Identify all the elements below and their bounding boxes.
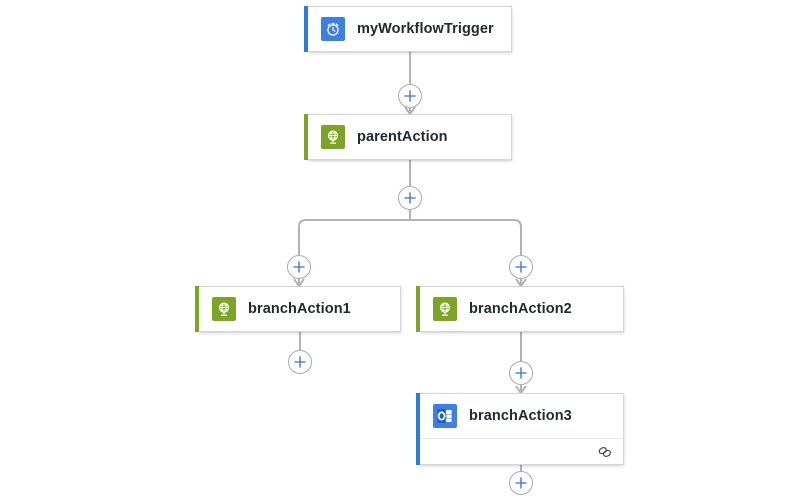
node-header[interactable]: branchAction2 xyxy=(420,287,623,331)
plus-icon xyxy=(515,477,527,489)
arrow-into-branch1 xyxy=(293,278,305,288)
node-label: parentAction xyxy=(357,129,448,145)
node-header[interactable]: parentAction xyxy=(308,115,511,159)
workflow-node-branchAction2[interactable]: branchAction2 xyxy=(416,286,624,332)
arrow-into-branch2 xyxy=(515,278,527,288)
plus-icon xyxy=(293,261,305,273)
node-accent-bar xyxy=(195,286,199,332)
plus-icon xyxy=(404,90,416,102)
plus-icon xyxy=(515,367,527,379)
plus-after-branchaction3[interactable] xyxy=(509,471,533,495)
recurrence-clock-icon xyxy=(321,17,345,41)
plus-branch-right[interactable] xyxy=(509,255,533,279)
plus-icon xyxy=(294,356,306,368)
workflow-node-parentAction[interactable]: parentAction xyxy=(304,114,512,160)
node-accent-bar xyxy=(416,393,420,465)
edge-fork-left xyxy=(298,219,410,255)
node-accent-bar xyxy=(416,286,420,332)
node-header[interactable]: branchAction1 xyxy=(199,287,400,331)
edge-fork-right xyxy=(410,219,522,255)
workflow-node-branchAction3[interactable]: branchAction3 xyxy=(416,393,624,465)
workflow-node-branchAction1[interactable]: branchAction1 xyxy=(195,286,401,332)
node-label: myWorkflowTrigger xyxy=(357,21,494,37)
plus-icon xyxy=(515,261,527,273)
plus-branch-left[interactable] xyxy=(287,255,311,279)
link-chain-icon[interactable] xyxy=(597,445,613,459)
arrow-into-parentaction xyxy=(404,106,416,116)
workflow-node-trigger[interactable]: myWorkflowTrigger xyxy=(304,6,512,52)
node-label: branchAction2 xyxy=(469,301,572,317)
arrow-into-branch3 xyxy=(515,385,527,395)
http-globe-icon xyxy=(212,297,236,321)
http-globe-icon xyxy=(321,125,345,149)
plus-after-branchaction2[interactable] xyxy=(509,361,533,385)
plus-after-branchaction1[interactable] xyxy=(288,350,312,374)
node-accent-bar xyxy=(304,114,308,160)
node-footer xyxy=(420,438,623,464)
node-header[interactable]: myWorkflowTrigger xyxy=(308,7,511,51)
node-header[interactable]: branchAction3 xyxy=(420,394,623,438)
plus-after-parentaction[interactable] xyxy=(398,186,422,210)
node-label: branchAction1 xyxy=(248,301,351,317)
node-label: branchAction3 xyxy=(469,408,572,424)
node-accent-bar xyxy=(304,6,308,52)
http-globe-icon xyxy=(433,297,457,321)
outlook-icon xyxy=(433,404,457,428)
plus-icon xyxy=(404,192,416,204)
plus-after-trigger[interactable] xyxy=(398,84,422,108)
